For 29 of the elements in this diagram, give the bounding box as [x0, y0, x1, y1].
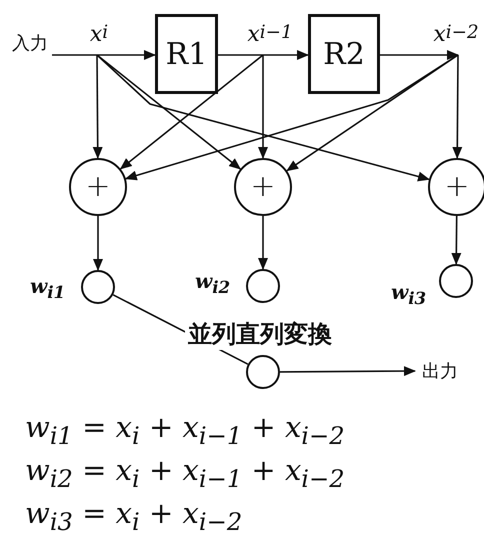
adder-circle: +	[69, 158, 127, 216]
output-label: 出力	[415, 358, 465, 384]
converter-label: 並列直列変換	[185, 318, 335, 350]
arrow	[96, 54, 430, 182]
arrow	[218, 50, 309, 60]
arrow	[280, 366, 416, 376]
arrow	[286, 54, 458, 172]
converter-circle	[246, 355, 280, 389]
equation: w$_{i1}$ = x$_{i}$ + x$_{i−1}$ + x$_{i−2}$	[25, 410, 345, 450]
arrow	[92, 55, 103, 159]
signal-label: w$_{i1}$	[30, 274, 66, 302]
arrow	[96, 54, 242, 170]
equation: w$_{i3}$ = x$_{i}$ + x$_{i−2}$	[25, 496, 242, 533]
arrow	[120, 54, 264, 170]
arrow	[93, 216, 103, 271]
register-box: R2	[308, 14, 380, 94]
signal-label: w$_{i3}$	[391, 280, 426, 308]
arrow	[451, 216, 462, 265]
arrow	[452, 55, 462, 159]
adder-circle: +	[428, 158, 484, 216]
signal-label: w$_{i2}$	[195, 269, 230, 297]
register-box: R1	[155, 14, 218, 94]
arrow	[52, 50, 156, 60]
arrow	[258, 55, 268, 159]
arrow	[258, 216, 268, 270]
input-label: 入力	[8, 30, 52, 56]
arrow	[380, 50, 459, 60]
equation: w$_{i2}$ = x$_{i}$ + x$_{i−1}$ + x$_{i−2}$	[25, 453, 345, 493]
adder-circle: +	[234, 158, 292, 216]
